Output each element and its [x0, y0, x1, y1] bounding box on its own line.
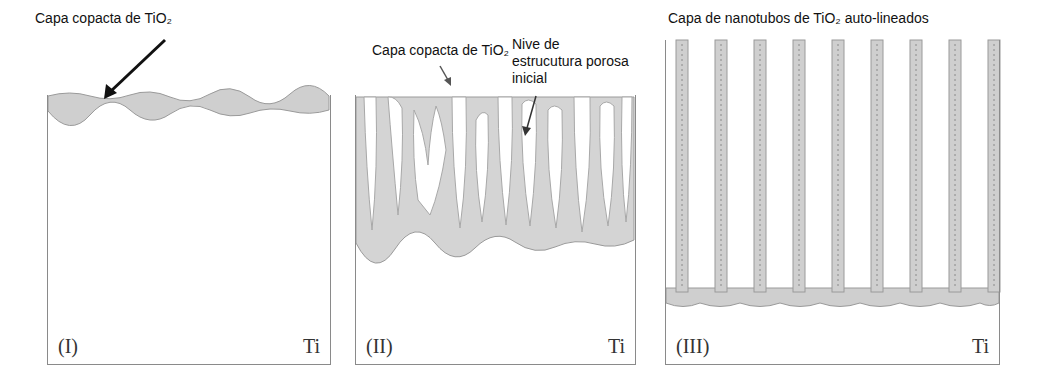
panel-number: (II) — [366, 336, 393, 356]
material-label: Ti — [303, 336, 320, 356]
panel-number: (III) — [676, 336, 709, 356]
leader-arrow — [527, 96, 536, 128]
annotation-label: Capa copacta de TiO₂ — [35, 10, 172, 27]
tube-wall — [871, 40, 883, 292]
tube-wall — [754, 40, 766, 292]
panel-number: (I) — [58, 336, 78, 356]
panel-box: (III) Ti — [665, 40, 1000, 365]
arrow-head — [104, 84, 117, 99]
tube-wall — [988, 40, 1000, 292]
annotation-label: Capa de nanotubos de TiO₂ auto-lineados — [668, 10, 929, 27]
tube-wall — [910, 40, 922, 292]
tube-centre-line — [877, 44, 878, 288]
panel-box: (I) Ti — [47, 95, 331, 365]
tube-centre-line — [916, 44, 917, 288]
tube-wall — [793, 40, 805, 292]
annotation-label: Capa copacta de TiO₂ — [372, 42, 509, 59]
tube-centre-line — [994, 44, 995, 288]
arrow-head — [522, 126, 531, 136]
pores — [364, 97, 632, 232]
leader-arrow — [110, 40, 165, 92]
tube-centre-line — [955, 44, 956, 288]
leader-arrow — [440, 66, 448, 80]
tube-wall — [676, 40, 688, 292]
arrow-head — [444, 77, 451, 86]
tube-wall — [949, 40, 961, 292]
annotation-label: Nive de estrucutura porosa inicial — [512, 36, 632, 86]
tube-centre-line — [799, 44, 800, 288]
tube-centre-line — [721, 44, 722, 288]
tube-centre-line — [682, 44, 683, 288]
nanotubes — [676, 40, 1000, 292]
tube-wall — [715, 40, 727, 292]
tube-centre-line — [760, 44, 761, 288]
porous-layer — [356, 97, 634, 263]
panel-box: (II) Ti — [355, 95, 636, 365]
compact-layer — [48, 85, 329, 125]
tube-wall — [832, 40, 844, 292]
tube-centre-line — [838, 44, 839, 288]
material-label: Ti — [608, 336, 625, 356]
material-label: Ti — [972, 336, 989, 356]
